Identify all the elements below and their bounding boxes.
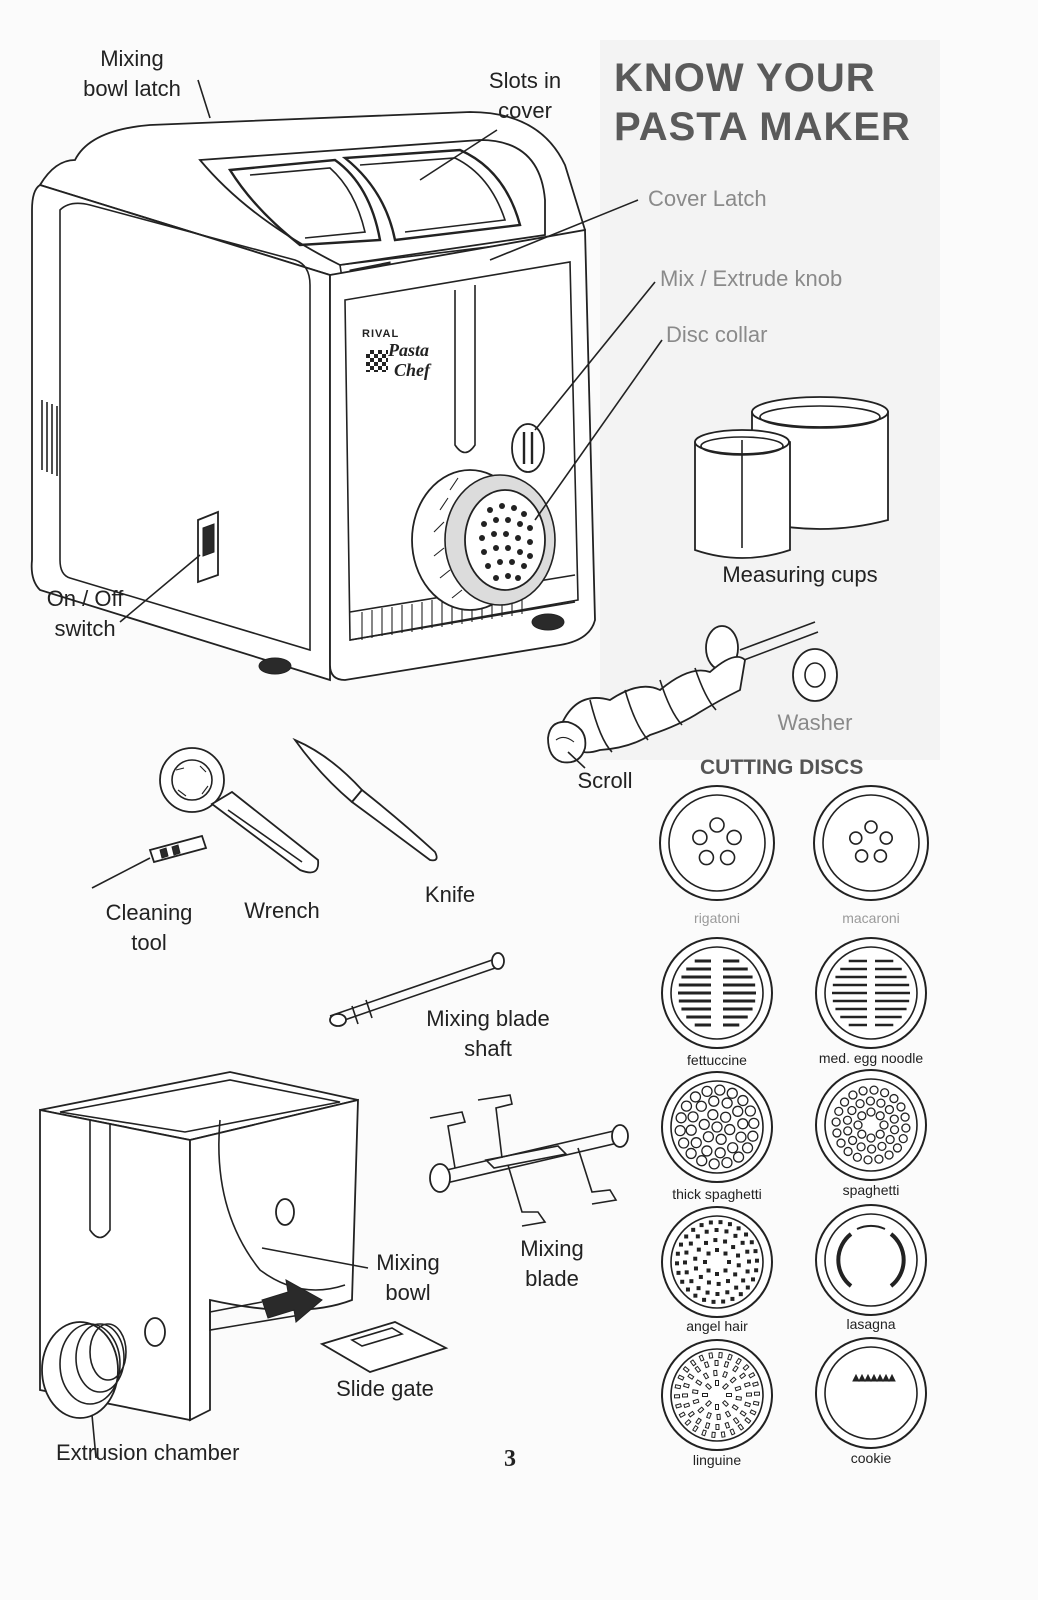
label-cover-latch: Cover Latch: [648, 186, 767, 211]
brand-logo: RIVAL Pasta Chef: [362, 328, 452, 398]
disc-fettuccine: [661, 937, 773, 1049]
side-vents: [41, 400, 58, 476]
disc-spaghetti: [815, 1069, 927, 1181]
brand-checker-icon: [366, 350, 388, 372]
brand-maker: RIVAL: [362, 328, 400, 340]
label-on-off-switch-1: On / Off: [46, 586, 124, 611]
wrench-illustration: [159, 747, 320, 874]
label-measuring-cups: Measuring cups: [722, 562, 878, 587]
disc-thick-spaghetti: [661, 1071, 773, 1183]
disc-lasagna: [815, 1204, 927, 1316]
brand-product-line2: Chef: [394, 360, 430, 380]
mixing-blade-shaft-illustration: [329, 952, 505, 1027]
label-mixing-bowl-2: bowl: [385, 1280, 431, 1305]
leader-cleaning-tool: [91, 857, 151, 889]
disc-rigatoni: [659, 785, 775, 901]
mixing-blade-illustration: [429, 1094, 629, 1227]
label-washer: Washer: [777, 710, 853, 735]
disc-label-fettuccine: fettuccine: [687, 1052, 747, 1068]
foot-right: [531, 613, 565, 631]
leader-mixing-bowl: [261, 1247, 369, 1269]
page-number: 3: [504, 1446, 516, 1472]
knife-illustration: [292, 737, 438, 862]
cutting-discs-heading: CUTTING DISCS: [700, 756, 864, 779]
label-mixing-blade-shaft-1: Mixing blade: [426, 1006, 550, 1031]
label-cleaning-tool-1: Cleaning: [105, 900, 193, 925]
disc-label-macaroni: macaroni: [842, 910, 900, 926]
label-mixing-bowl-1: Mixing: [376, 1250, 440, 1275]
label-slots-in-cover-1: Slots in: [488, 68, 562, 93]
cutting-discs-grid: [659, 785, 929, 1451]
page-title-line2: PASTA MAKER: [614, 105, 911, 149]
leader-extrusion-chamber: [91, 1414, 97, 1459]
cleaning-tool-illustration: [91, 834, 208, 889]
collar-disc-holes: [479, 503, 533, 581]
label-mixing-blade-shaft-2: shaft: [464, 1036, 512, 1061]
label-mixing-bowl-latch-1: Mixing: [100, 46, 164, 71]
disc-med-egg-noodle: [815, 937, 927, 1049]
label-slots-in-cover-2: cover: [498, 98, 552, 123]
insert-arrow: [261, 1279, 323, 1323]
label-mixing-blade-1: Mixing: [520, 1236, 584, 1261]
leader-slots-in-cover: [419, 129, 498, 181]
disc-label-lasagna: lasagna: [846, 1316, 896, 1332]
label-scroll: Scroll: [577, 768, 633, 793]
label-disc-collar: Disc collar: [666, 322, 768, 347]
disc-label-thick-spaghetti: thick spaghetti: [672, 1186, 762, 1202]
cover-slot-left: [227, 158, 382, 247]
washer-illustration: [792, 648, 838, 702]
leader-on-off-switch: [119, 554, 201, 623]
label-knife: Knife: [424, 882, 476, 907]
disc-label-cookie: cookie: [850, 1450, 892, 1466]
disc-label-spaghetti: spaghetti: [842, 1182, 900, 1198]
measuring-cups-illustration: [694, 396, 889, 559]
leader-scroll: [567, 751, 586, 769]
pasta-maker-illustration: [30, 79, 663, 682]
label-extrusion-chamber: Extrusion chamber: [56, 1440, 240, 1465]
label-wrench: Wrench: [244, 898, 320, 923]
scan-shading: [600, 40, 940, 760]
leader-mix-extrude-knob: [534, 281, 656, 431]
disc-macaroni: [813, 785, 929, 901]
disc-label-med-egg-noodle: med. egg noodle: [818, 1050, 924, 1066]
disc-label-rigatoni: rigatoni: [694, 910, 740, 926]
disc-label-linguine: linguine: [692, 1452, 742, 1468]
disc-collar: [411, 469, 556, 611]
mix-extrude-knob: [511, 423, 545, 473]
slide-gate-illustration: [209, 1279, 449, 1373]
label-mixing-blade-2: blade: [525, 1266, 579, 1291]
scroll-illustration: [547, 621, 819, 764]
label-slide-gate: Slide gate: [336, 1376, 434, 1401]
page-title-line1: KNOW YOUR: [614, 56, 876, 100]
foot-left: [258, 657, 292, 675]
leader-disc-collar: [534, 339, 663, 521]
disc-linguine: [661, 1339, 773, 1451]
label-mixing-bowl-latch-2: bowl latch: [83, 76, 181, 101]
label-mix-extrude-knob: Mix / Extrude knob: [660, 266, 843, 291]
brand-product-line1: Pasta: [388, 340, 430, 360]
disc-label-angel-hair: angel hair: [686, 1318, 748, 1334]
leader-cover-latch: [489, 199, 639, 261]
extrusion-chamber-illustration: [41, 1321, 127, 1459]
leader-mixing-bowl-latch: [197, 79, 211, 119]
disc-cookie: [815, 1337, 927, 1449]
label-cleaning-tool-2: tool: [131, 930, 167, 955]
disc-angel-hair: [661, 1206, 773, 1318]
cover-slot-right: [341, 148, 522, 242]
label-on-off-switch-2: switch: [54, 616, 116, 641]
